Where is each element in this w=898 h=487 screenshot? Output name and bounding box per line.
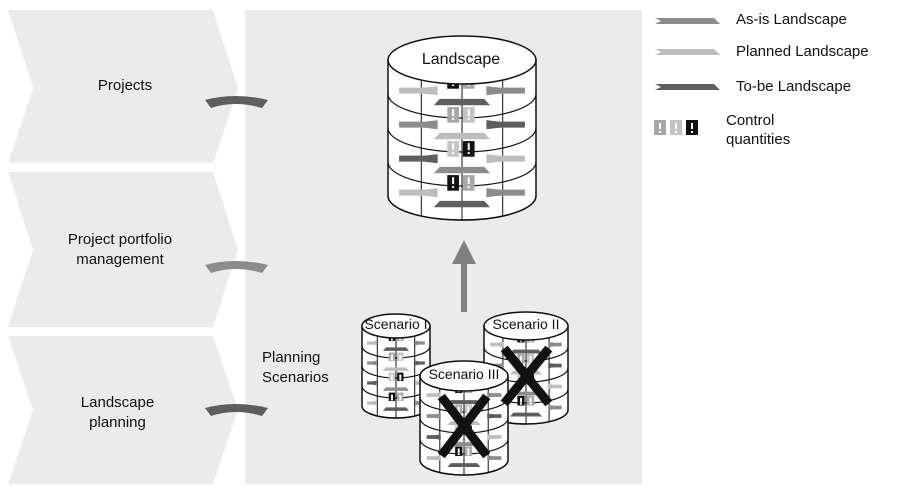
phase-chevron-projects bbox=[8, 10, 238, 163]
to-be-arrow-icon bbox=[655, 84, 720, 90]
as-is-arrow-icon bbox=[655, 18, 720, 24]
upward-arrow bbox=[452, 240, 476, 312]
phase-label-projects: Projects bbox=[97, 77, 153, 94]
phase-connector-portfolio bbox=[205, 261, 268, 273]
legend-as-is-label: As-is Landscape bbox=[736, 11, 847, 28]
landscape-cylinder bbox=[387, 35, 537, 221]
planning-scenarios-label: Planning Scenarios bbox=[262, 349, 329, 386]
phase-connector-projects bbox=[205, 96, 268, 108]
scenario-i-cylinder bbox=[361, 313, 431, 419]
legend-planned-label: Planned Landscape bbox=[736, 43, 869, 60]
landscape-title: Landscape bbox=[421, 51, 501, 68]
legend-to-be: To-be Landscape bbox=[728, 78, 851, 96]
legend-planned: Planned Landscape bbox=[728, 43, 869, 61]
control-quantity-icon bbox=[654, 120, 698, 135]
planned-arrow-icon bbox=[655, 49, 720, 55]
legend-control: Control quantities bbox=[718, 111, 808, 149]
phase-chevron-portfolio bbox=[8, 172, 238, 327]
scenario-ii-title: Scenario II bbox=[492, 316, 560, 332]
scenario-ii-rejected-x bbox=[500, 345, 553, 407]
legend-to-be-label: To-be Landscape bbox=[736, 78, 852, 95]
legend-control-label: Control quantities bbox=[726, 112, 791, 148]
phase-chevron-planning bbox=[8, 336, 238, 484]
scenario-i-title: Scenario I bbox=[364, 316, 428, 332]
phase-label-landscape-planning: Landscape planning bbox=[80, 394, 155, 431]
legend-as-is: As-is Landscape bbox=[728, 11, 847, 29]
phase-label-portfolio: Project portfolio management bbox=[67, 231, 173, 268]
scenario-iii-rejected-x bbox=[437, 393, 491, 459]
phase-connector-planning bbox=[205, 404, 268, 416]
scenario-iii-title: Scenario III bbox=[428, 366, 500, 382]
